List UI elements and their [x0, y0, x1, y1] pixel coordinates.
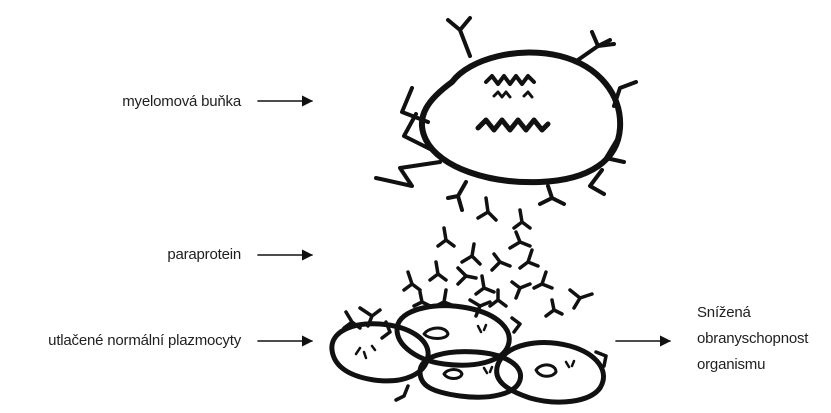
- plasma-cells-drawing: [332, 306, 606, 402]
- myeloma-cell-drawing: [376, 18, 636, 210]
- paraprotein-molecules: [360, 198, 592, 326]
